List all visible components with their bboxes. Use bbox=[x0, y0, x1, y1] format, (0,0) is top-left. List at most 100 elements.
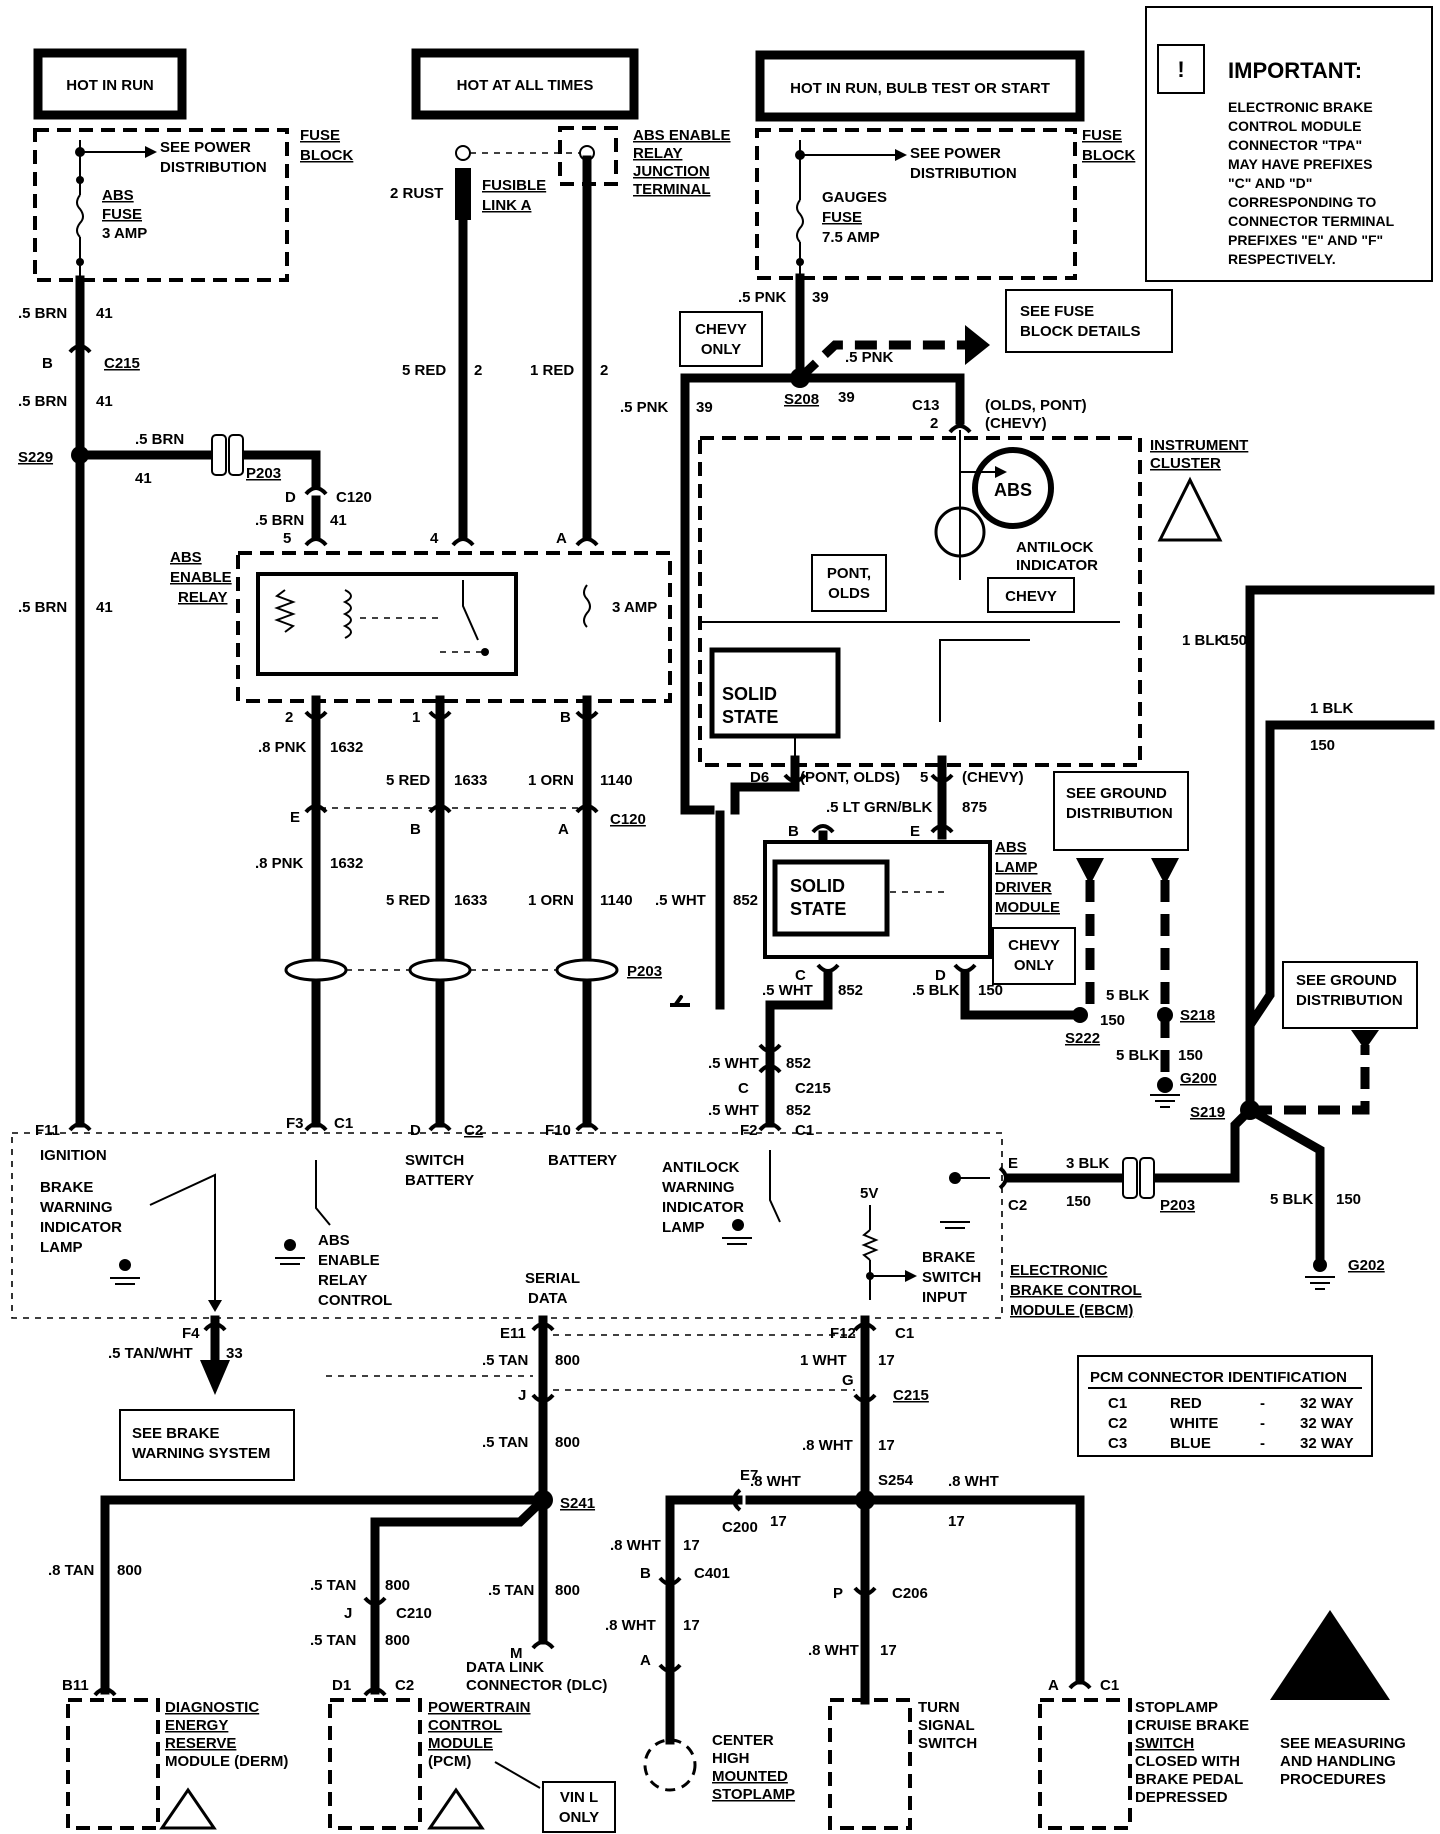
wire-label: .5 BLK bbox=[912, 982, 960, 999]
wire-label: 5 RED bbox=[386, 772, 430, 789]
wire-label: .5 BRN bbox=[18, 393, 67, 410]
abs-fuse-label: 3 AMP bbox=[102, 225, 147, 242]
wire-labels: .5 BRN 41 .5 BRN 41 .5 BRN 41 .5 BRN 41 … bbox=[18, 289, 1361, 1659]
derm-label: RESERVE bbox=[165, 1735, 236, 1752]
wire-label: 41 bbox=[96, 393, 113, 410]
wire-label: 1140 bbox=[600, 892, 633, 909]
header-hot-at-all-times-label: HOT AT ALL TIMES bbox=[457, 77, 594, 94]
wire-label: .5 TAN bbox=[482, 1352, 528, 1369]
abs-lamp-driver-label: LAMP bbox=[995, 859, 1038, 876]
wire-label: 39 bbox=[696, 399, 713, 416]
wire-label: .5 BRN bbox=[18, 305, 67, 322]
instrument-cluster: INSTRUMENT CLUSTER ABS ANTILOCK INDICATO… bbox=[698, 430, 1248, 767]
stoplamp-label: STOPLAMP bbox=[1135, 1699, 1218, 1716]
connector-label: D bbox=[935, 967, 946, 984]
wire-label: 1 RED bbox=[530, 362, 574, 379]
stoplamp-label: BRAKE PEDAL bbox=[1135, 1771, 1243, 1788]
wire-label: .5 TAN bbox=[310, 1577, 356, 1594]
serial-data-label: SERIAL bbox=[525, 1270, 580, 1287]
gauges-fuse-label: 7.5 AMP bbox=[822, 229, 880, 246]
arrow-icon bbox=[200, 1360, 230, 1395]
wire-label: .8 WHT bbox=[808, 1642, 859, 1659]
connector-label: D6 bbox=[750, 769, 769, 786]
important-line: CONTROL MODULE bbox=[1228, 118, 1362, 134]
see-fuse-block-details: SEE FUSE BLOCK DETAILS bbox=[1005, 289, 1173, 353]
brake-switch-label: INPUT bbox=[922, 1289, 967, 1306]
fuse-block-right: FUSE BLOCK SEE POWER DISTRIBUTION GAUGES… bbox=[755, 127, 1135, 280]
connector-label: 2 bbox=[285, 709, 293, 726]
vin-label: VIN L bbox=[560, 1789, 598, 1806]
abs-fuse-label: FUSE bbox=[102, 206, 142, 223]
pcm-label: MODULE bbox=[428, 1735, 493, 1752]
pcm-id-title: PCM CONNECTOR IDENTIFICATION bbox=[1090, 1369, 1347, 1386]
connector-label: E bbox=[1008, 1155, 1018, 1172]
resistor-icon bbox=[861, 1229, 879, 1261]
esd-warning-icon bbox=[1270, 1610, 1390, 1700]
important-line: CORRESPONDING TO bbox=[1228, 194, 1376, 210]
pcm-id-cell: - bbox=[1260, 1415, 1265, 1432]
wire-label: .8 PNK bbox=[255, 855, 304, 872]
stoplamp-switch: STOPLAMP CRUISE BRAKE SWITCH CLOSED WITH… bbox=[1038, 1698, 1249, 1830]
connector-label: B bbox=[640, 1565, 651, 1582]
wire-label: 1632 bbox=[330, 855, 363, 872]
wire-label: 852 bbox=[733, 892, 758, 909]
fuse-icon bbox=[76, 194, 84, 238]
wire-label: .5 WHT bbox=[708, 1055, 759, 1072]
connector-label: B bbox=[788, 823, 799, 840]
connector-label: 4 bbox=[430, 530, 439, 547]
wire-label: 150 bbox=[1066, 1193, 1091, 1210]
dashed-wire-network bbox=[796, 325, 1370, 1115]
see-ground-distribution-1: SEE GROUND DISTRIBUTION bbox=[1053, 771, 1189, 885]
pcm-id-cell: 32 WAY bbox=[1300, 1435, 1354, 1452]
chevy-only-box: CHEVY ONLY bbox=[679, 311, 763, 367]
splice-dots bbox=[71, 368, 1260, 1510]
abs-enable-relay: ABS ENABLE RELAY 3 AMP bbox=[170, 549, 672, 703]
wire-label: 39 bbox=[838, 389, 855, 406]
connector-label: F3 bbox=[286, 1115, 304, 1132]
wire-label: .5 PNK bbox=[738, 289, 787, 306]
connector-label: D bbox=[285, 489, 296, 506]
chevy-label: CHEVY bbox=[1005, 588, 1057, 605]
turn-signal-switch: TURN SIGNAL SWITCH bbox=[828, 1698, 977, 1830]
grounds bbox=[1150, 1094, 1335, 1290]
bulb-icon bbox=[934, 506, 986, 558]
chmsl-label: CENTER bbox=[712, 1732, 774, 1749]
see-ground-distribution-2: SEE GROUND DISTRIBUTION bbox=[1282, 961, 1418, 1050]
connector-label: S218 bbox=[1180, 1007, 1215, 1024]
connector-label: C13 bbox=[912, 397, 940, 414]
connector-label: S241 bbox=[560, 1495, 595, 1512]
fusible-link-label: FUSIBLE bbox=[482, 177, 546, 194]
connector-label: J bbox=[518, 1387, 526, 1404]
wire-label: 800 bbox=[555, 1582, 580, 1599]
switch-battery-label: SWITCH bbox=[405, 1152, 464, 1169]
connector-label: D bbox=[410, 1122, 421, 1139]
connector-label: (CHEVY) bbox=[985, 415, 1047, 432]
connector-label: S208 bbox=[784, 391, 819, 408]
wire-label: 5 BLK bbox=[1106, 987, 1150, 1004]
connector-label: S229 bbox=[18, 449, 53, 466]
battery-label: BATTERY bbox=[548, 1152, 617, 1169]
solid-state-label: STATE bbox=[790, 899, 846, 919]
wire-label: .5 TAN/WHT bbox=[108, 1345, 193, 1362]
fuse-block-label: BLOCK bbox=[1082, 147, 1135, 164]
ebcm-label: ELECTRONIC bbox=[1010, 1262, 1108, 1279]
pcm-id-cell: C3 bbox=[1108, 1435, 1127, 1452]
pcm-label: (PCM) bbox=[428, 1753, 471, 1770]
wire-label: 150 bbox=[978, 982, 1003, 999]
wire-label: 150 bbox=[1222, 632, 1247, 649]
connector-label: A bbox=[1048, 1677, 1059, 1694]
header-hot-in-run-bulb: HOT IN RUN, BULB TEST OR START bbox=[755, 50, 1085, 122]
wire-label: 800 bbox=[385, 1577, 410, 1594]
connector-label: C2 bbox=[464, 1122, 483, 1139]
wire-label: 1 BLK bbox=[1182, 632, 1226, 649]
ground-arrow-icon bbox=[1151, 858, 1179, 885]
ebcm-ignition-label: IGNITION bbox=[40, 1147, 107, 1164]
connector-label: A bbox=[640, 1652, 651, 1669]
fusible-link-label: LINK A bbox=[482, 197, 532, 214]
connector-label: S222 bbox=[1065, 1030, 1100, 1047]
wire-label: 1 ORN bbox=[528, 772, 574, 789]
connector-label: C200 bbox=[722, 1519, 758, 1536]
wire-label: 5 BLK bbox=[1270, 1191, 1314, 1208]
wire-label: 17 bbox=[770, 1513, 787, 1530]
turn-signal-label: TURN bbox=[918, 1699, 960, 1716]
